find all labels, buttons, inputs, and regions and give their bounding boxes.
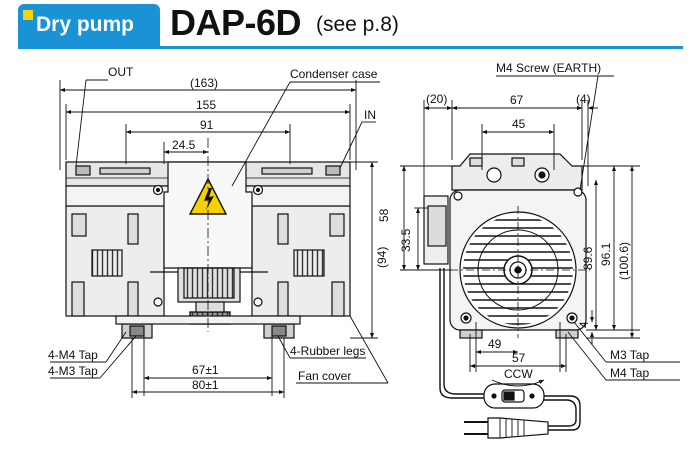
yellow-marker [23,10,33,20]
dim-height-96-1: 96.1 [599,242,613,266]
dim-base-57: 57 [512,351,526,365]
dim-height-100-6: (100.6) [617,242,631,280]
dim-inner-width: 91 [200,118,214,132]
dim-body-width: 155 [196,98,216,112]
category-tab: Dry pump [18,4,160,48]
category-label: Dry pump [36,13,135,36]
side-labels: M4 Screw (EARTH) (20) 67 (4) 45 58 33.5 … [377,61,649,381]
dim-offset: 24.5 [172,138,196,152]
dim-height-58: 58 [377,208,391,222]
side-view [423,153,590,439]
dim-height-33-5: 33.5 [399,228,413,252]
label-condenser-case: Condenser case [290,67,378,81]
side-dimensions [400,75,680,387]
label-out: OUT [108,65,134,79]
label-tap-m4: M4 Tap [610,366,649,380]
label-rubber-legs: 4-Rubber legs [290,344,365,358]
dim-foot-offset: 4 [577,321,591,328]
dim-height-89-6: 89.6 [581,246,595,270]
label-tap-m3: M3 Tap [610,348,649,362]
label-m4-screw: M4 Screw (EARTH) [496,61,601,75]
dim-left-overhang: (20) [426,92,447,106]
label-tap-m3: 4-M3 Tap [48,364,98,378]
label-fan-cover: Fan cover [298,369,351,383]
dim-inner-width: 45 [512,117,526,131]
label-in: IN [364,108,376,122]
label-tap-m4: 4-M4 Tap [48,348,98,362]
dim-side-height: (94) [375,247,389,268]
dim-foot-pitch-inner: 67±1 [192,363,219,377]
header-rule [18,46,683,49]
front-view [65,138,351,339]
label-rotation: CCW [504,367,533,381]
dim-overall-width: (163) [190,76,218,90]
power-cable [439,268,484,399]
dim-foot-pitch-outer: 80±1 [192,378,219,392]
dim-top-width: 67 [510,93,524,107]
front-labels: OUT Condenser case IN (163) 155 91 24.5 … [48,65,389,392]
front-dimensions [50,79,389,398]
model-title: DAP-6D [170,2,302,43]
dim-right-overhang: (4) [576,92,591,106]
dim-base-49: 49 [488,337,502,351]
page-reference: (see p.8) [316,13,399,36]
